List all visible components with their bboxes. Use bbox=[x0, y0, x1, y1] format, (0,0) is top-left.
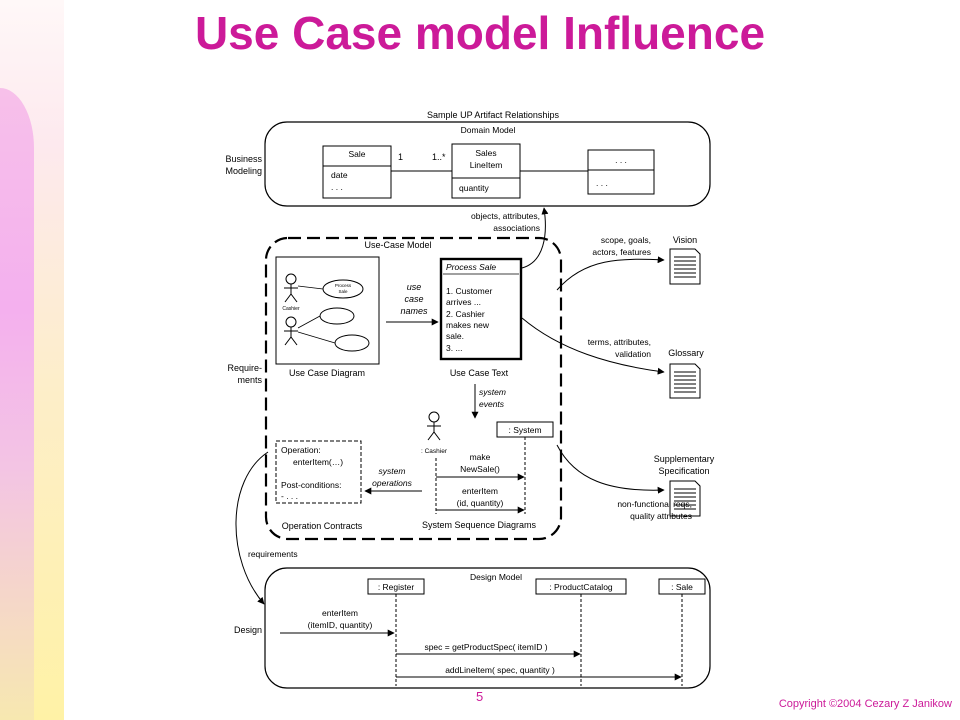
ssd-msg1-line2: NewSale() bbox=[460, 464, 500, 474]
diagram-title: Sample UP Artifact Relationships bbox=[427, 110, 559, 120]
copyright-notice: Copyright ©2004 Cezary Z Janikow bbox=[778, 698, 952, 710]
supplementary-note-line1: non-functional reqs, bbox=[617, 499, 692, 509]
use-case-model-label: Use-Case Model bbox=[364, 240, 431, 250]
use-case-oval-label-2: Sale bbox=[338, 289, 348, 294]
op-contract-line-5: - . . . bbox=[281, 491, 298, 501]
design-model-frame bbox=[264, 567, 711, 689]
design-sale-label: : Sale bbox=[671, 582, 693, 592]
domain-class-sale-name: Sale bbox=[348, 149, 365, 159]
glossary-note-line2: validation bbox=[615, 349, 651, 359]
decorative-pink-swoosh bbox=[0, 88, 34, 720]
domain-mult-right: 1..* bbox=[432, 152, 446, 162]
vision-note-line1: scope, goals, bbox=[601, 235, 651, 245]
note-objects-line2: associations bbox=[493, 223, 540, 233]
use-case-text-line-3: 2. Cashier bbox=[446, 309, 485, 319]
arrow-to-supplementary bbox=[556, 444, 665, 494]
lane-design: Design bbox=[234, 625, 262, 635]
domain-class-other-attr: . . . bbox=[596, 178, 608, 188]
supplementary-label-line1: Supplementary bbox=[654, 454, 715, 464]
system-events-line1: system bbox=[479, 387, 506, 397]
domain-class-sale bbox=[322, 145, 392, 199]
use-case-text-line-6: 3. ... bbox=[446, 343, 463, 353]
design-model-label: Design Model bbox=[470, 572, 522, 582]
domain-class-sale-attr-more: . . . bbox=[331, 182, 343, 192]
use-case-text-line-2: arrives ... bbox=[446, 297, 481, 307]
op-contract-line-4: Post-conditions: bbox=[281, 480, 341, 490]
domain-class-other bbox=[587, 149, 655, 195]
op-contract-line-1: Operation: bbox=[281, 445, 321, 455]
domain-class-lineitem-name2: LineItem bbox=[470, 160, 503, 170]
use-case-names-line1: use bbox=[407, 282, 422, 292]
ssd-system-label: : System bbox=[508, 425, 541, 435]
arrow-to-domain-model bbox=[521, 207, 549, 269]
glossary-label: Glossary bbox=[668, 348, 704, 358]
design-catalog-label: : ProductCatalog bbox=[549, 582, 613, 592]
ssd-actor-label: : Cashier bbox=[421, 448, 448, 455]
use-case-text-line-1: 1. Customer bbox=[446, 286, 492, 296]
op-contract-label: Operation Contracts bbox=[282, 521, 363, 531]
design-msg1-line2: (itemID, quantity) bbox=[308, 620, 373, 630]
domain-class-sale-attr-date: date bbox=[331, 170, 348, 180]
use-case-oval-label-1: Process bbox=[335, 283, 352, 288]
supplementary-label-line2: Specification bbox=[658, 466, 709, 476]
slide-title: Use Case model Influence bbox=[194, 7, 766, 59]
vision-label: Vision bbox=[673, 235, 697, 245]
use-case-actor-label: Cashier bbox=[282, 306, 300, 312]
use-case-names-line3: names bbox=[400, 306, 428, 316]
use-case-text-card bbox=[439, 257, 523, 361]
use-case-text-line-4: makes new bbox=[446, 320, 490, 330]
domain-class-lineitem-name1: Sales bbox=[475, 148, 496, 158]
ssd-msg2-line2: (id, quantity) bbox=[457, 498, 504, 508]
requirements-label: requirements bbox=[248, 549, 298, 559]
domain-model-label: Domain Model bbox=[461, 125, 516, 135]
domain-class-lineitem-attr: quantity bbox=[459, 183, 490, 193]
use-case-diagram-label: Use Case Diagram bbox=[289, 368, 365, 378]
operation-contract-card bbox=[275, 440, 362, 504]
ssd-msg2-line1: enterItem bbox=[462, 486, 498, 496]
design-msg2: spec = getProductSpec( itemID ) bbox=[424, 642, 547, 652]
ssd-label: System Sequence Diagrams bbox=[422, 520, 537, 530]
domain-mult-left: 1 bbox=[398, 152, 403, 162]
lane-business-line2: Modeling bbox=[225, 166, 262, 176]
lane-business-line1: Business bbox=[225, 154, 262, 164]
lane-requirements-line1: Require- bbox=[227, 363, 262, 373]
ssd-actor-icon bbox=[427, 411, 441, 441]
lane-requirements-line2: ments bbox=[237, 375, 262, 385]
domain-model-frame bbox=[264, 121, 711, 207]
system-events-line2: events bbox=[479, 399, 505, 409]
ssd-msg1-line1: make bbox=[470, 452, 491, 462]
op-contract-line-2: enterItem(…) bbox=[293, 457, 343, 467]
use-case-text-title: Process Sale bbox=[446, 262, 496, 272]
arrow-to-glossary bbox=[521, 317, 665, 375]
supplementary-document-icon bbox=[669, 480, 701, 517]
supplementary-note-line2: quality attributes bbox=[630, 511, 692, 521]
use-case-text-label: Use Case Text bbox=[450, 368, 509, 378]
design-msg1-line1: enterItem bbox=[322, 608, 358, 618]
vision-document-icon bbox=[669, 248, 701, 285]
system-operations-line2: operations bbox=[372, 478, 412, 488]
use-case-names-line2: case bbox=[404, 294, 423, 304]
note-objects-line1: objects, attributes, bbox=[471, 211, 540, 221]
arrow-requirements-to-design bbox=[235, 451, 269, 605]
system-operations-line1: system bbox=[379, 466, 406, 476]
design-register-label: : Register bbox=[378, 582, 415, 592]
use-case-text-line-5: sale. bbox=[446, 331, 464, 341]
use-case-oval-2 bbox=[319, 307, 355, 325]
arrow-to-vision bbox=[556, 256, 665, 291]
design-msg3: addLineItem( spec, quantity ) bbox=[445, 665, 555, 675]
vision-note-line2: actors, features bbox=[592, 247, 651, 257]
glossary-document-icon bbox=[669, 363, 701, 399]
glossary-note-line1: terms, attributes, bbox=[588, 337, 651, 347]
use-case-actor-icon bbox=[284, 273, 298, 303]
use-case-model-frame bbox=[264, 236, 563, 541]
use-case-oval-3 bbox=[334, 334, 370, 352]
page-number: 5 bbox=[476, 689, 484, 704]
domain-class-other-name: . . . bbox=[615, 155, 627, 165]
use-case-actor-icon-2 bbox=[284, 316, 298, 346]
